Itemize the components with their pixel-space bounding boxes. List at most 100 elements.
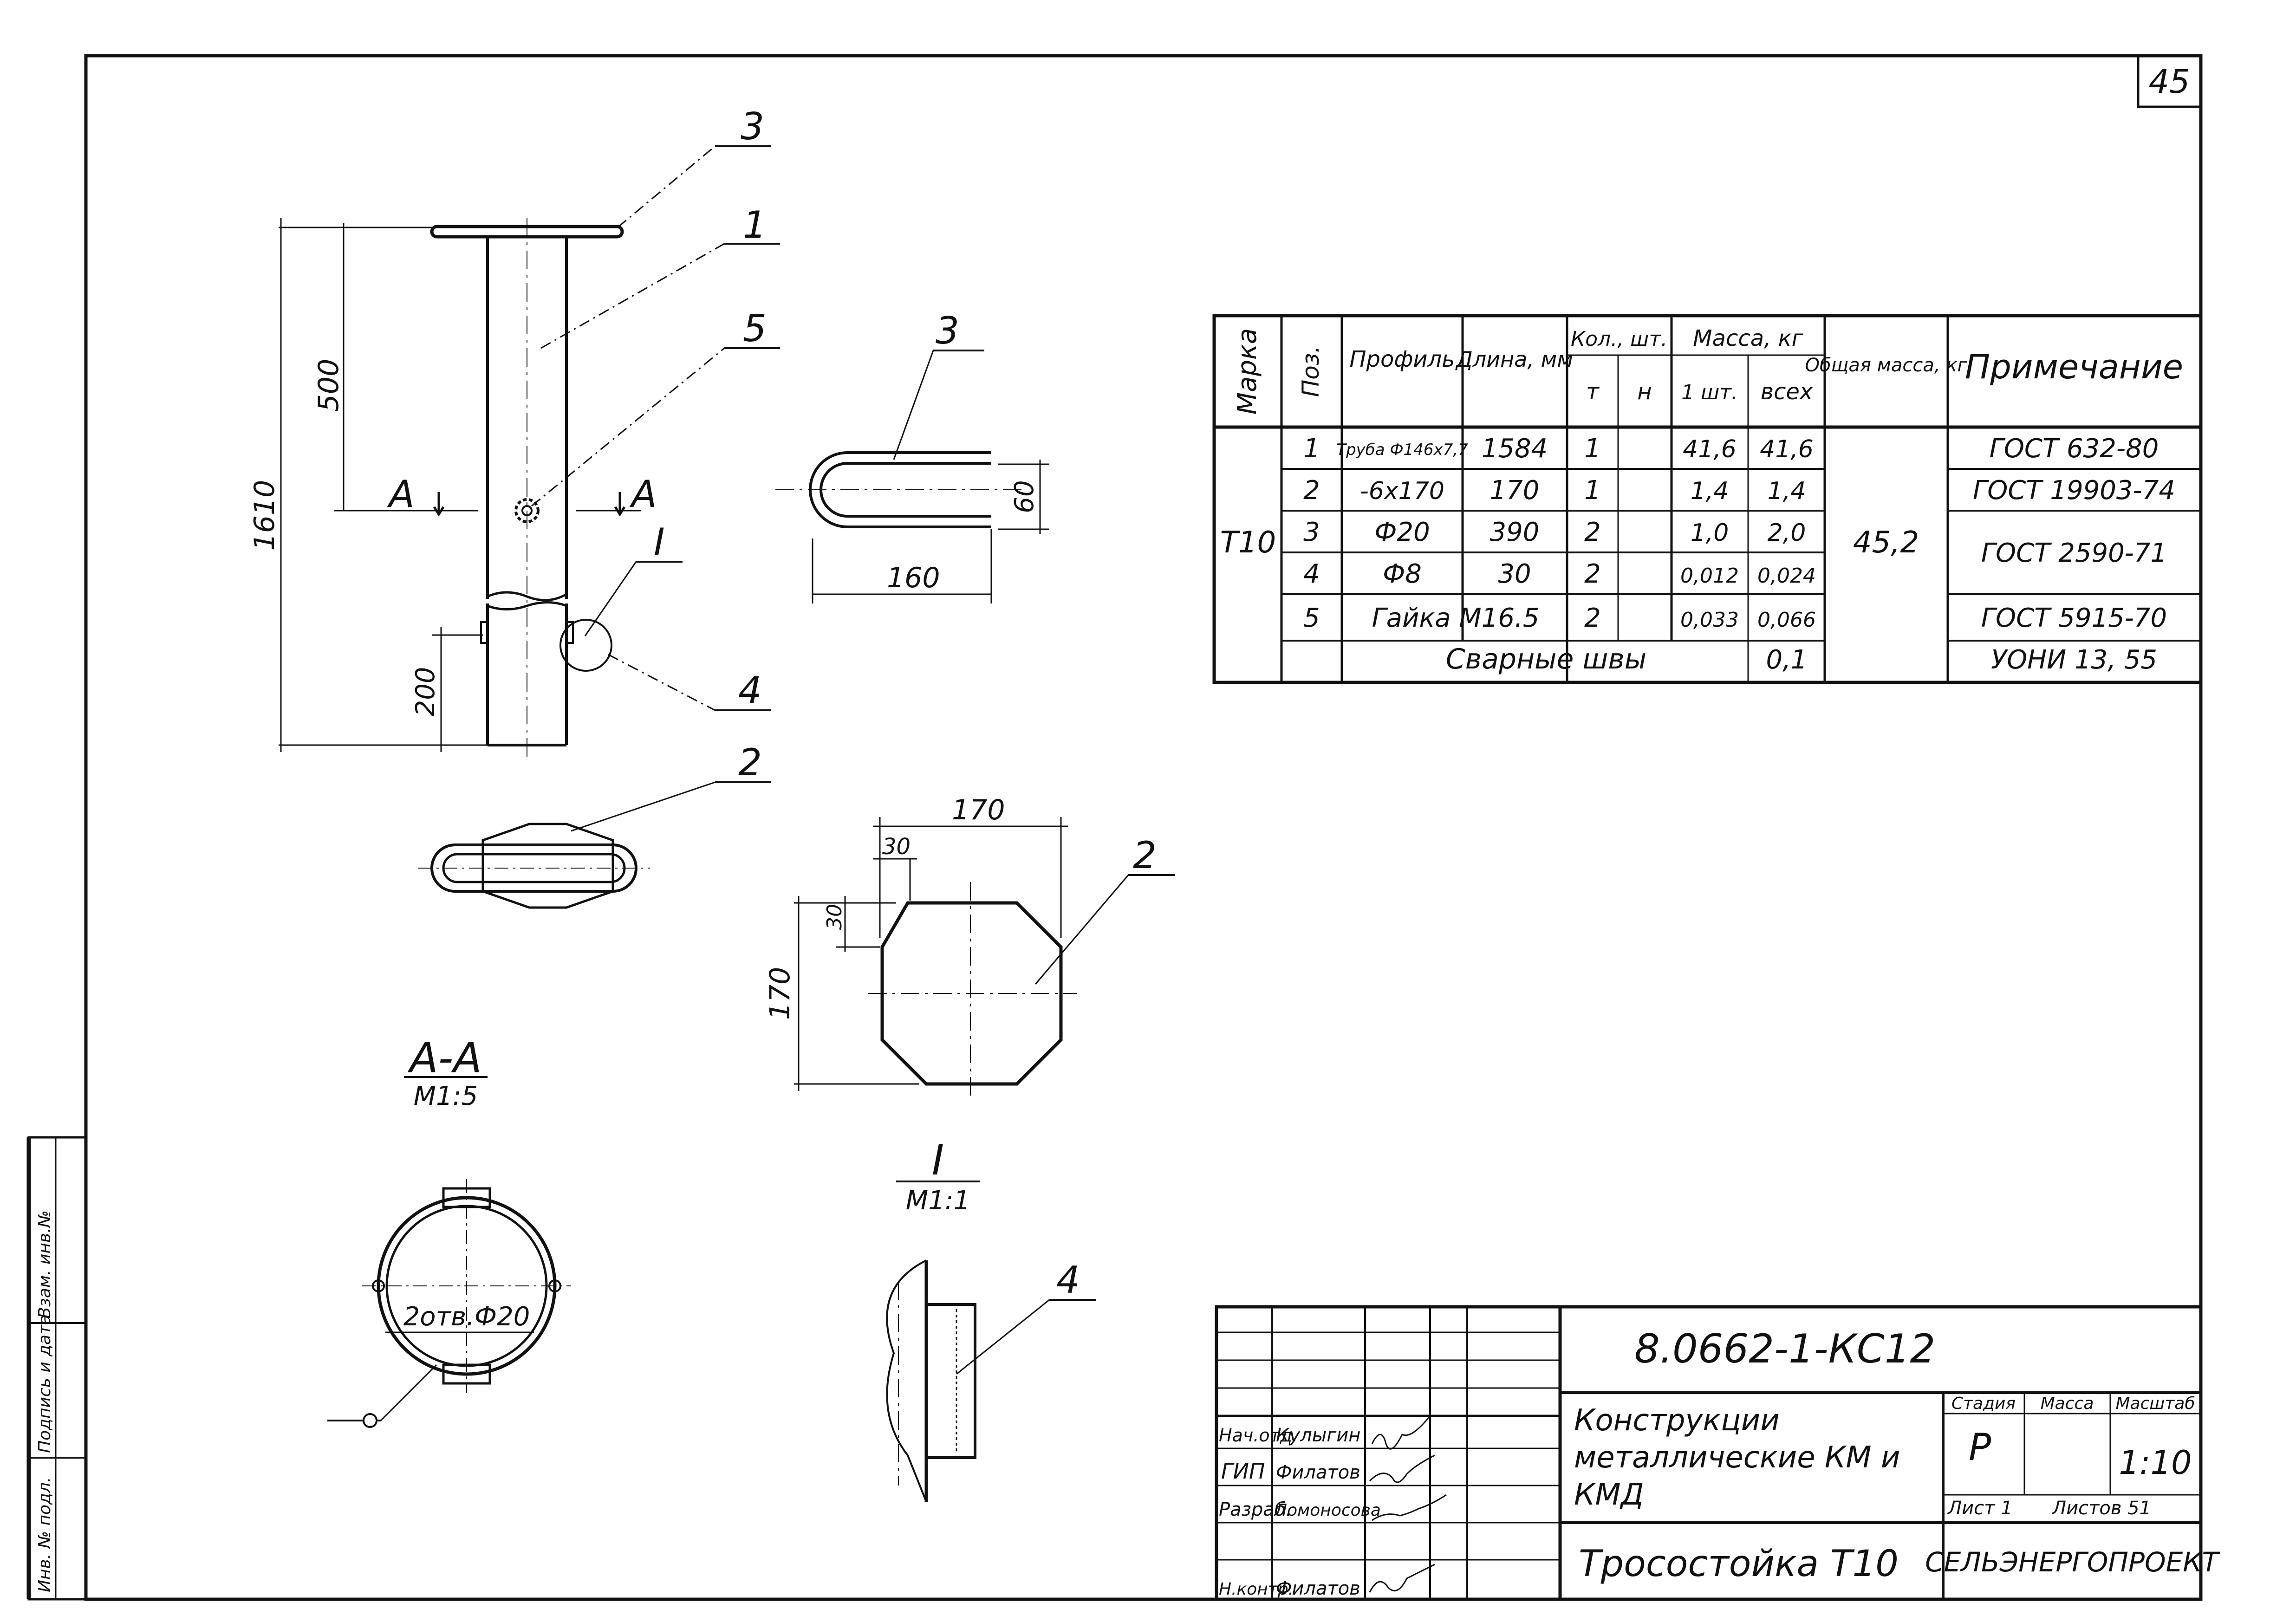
welds-label: Сварные швы: [1446, 643, 1646, 675]
side-stamp-inv: Инв. № подл.: [35, 1477, 54, 1592]
header-qty-t: т: [1586, 379, 1600, 405]
scale-label: Масштаб: [2115, 1394, 2195, 1413]
callout-detail-I: I: [654, 520, 665, 564]
plate-detail: [794, 817, 1175, 1100]
detail-i: [886, 1259, 1096, 1502]
sheet-label: Лист 1: [1947, 1498, 2013, 1519]
dim-top-to-section: 500: [312, 359, 345, 412]
scale-value: 1:10: [2119, 1444, 2192, 1482]
callout-leaders: [531, 145, 780, 711]
dim-plate-width: 170: [952, 794, 1005, 826]
detail-title: I: [932, 1136, 944, 1185]
row-2-note: ГОСТ 19903-74: [1973, 475, 2175, 506]
row-5-qty: 2: [1584, 603, 1601, 633]
welds-mass: 0,1: [1766, 645, 1807, 675]
row-1-length: 1584: [1482, 434, 1548, 464]
row-5-mass-one: 0,033: [1680, 608, 1739, 632]
table-row: 4 Ф8 30 2 0,012 0,024: [1303, 559, 1816, 589]
project-title: Конструкции металлические КМ и КМД: [1574, 1403, 1900, 1512]
header-mass: Масса, кг: [1693, 325, 1804, 351]
row-2-length: 170: [1490, 475, 1540, 506]
side-stamp: Инв. № подл. Подпись и дата Взам. инв.№: [26, 1136, 87, 1601]
table-row: 2 -6х170 170 1 1,4 1,4 ГОСТ 19903-74: [1303, 475, 2175, 506]
dim-chamfer-x: 30: [882, 834, 911, 860]
dim-bottom-zone: 200: [410, 667, 441, 717]
row-3-note: ГОСТ 2590-71: [1981, 538, 2167, 568]
u-bolt-view: [775, 350, 1049, 603]
role-developer: Разраб.: [1219, 1499, 1292, 1520]
row-3-length: 390: [1490, 517, 1540, 547]
row-2-pos: 2: [1303, 475, 1320, 506]
callout-2-top: 2: [738, 741, 762, 784]
callout-3-top: 3: [741, 105, 764, 148]
row-2-mass-one: 1,4: [1691, 477, 1729, 505]
table-row: 5 Гайка М16.5 2 0,033 0,066 ГОСТ 5915-70: [1303, 603, 2167, 633]
row-5-profile: Гайка М16.5: [1372, 603, 1540, 633]
row-2-mass-all: 1,4: [1768, 477, 1806, 505]
dim-overall-height: 1610: [248, 480, 281, 551]
row-5-pos: 5: [1303, 603, 1320, 633]
table-row: Сварные швы 0,1 УОНИ 13, 55: [1446, 643, 2157, 675]
row-5-mass-all: 0,066: [1757, 608, 1816, 632]
plate-top-view: [418, 781, 771, 909]
row-2-qty: 1: [1584, 475, 1601, 506]
header-qty-n: н: [1637, 379, 1652, 405]
name-developer: Ломоносова: [1274, 1501, 1381, 1520]
row-3-profile: Ф20: [1374, 517, 1430, 547]
dim-clamp-width: 160: [887, 562, 940, 594]
row-1-mass-one: 41,6: [1683, 435, 1737, 463]
callout-2-plate: 2: [1133, 834, 1157, 877]
section-mark-right: А: [629, 473, 657, 516]
sheet-frame: [84, 54, 2203, 1601]
header-qty: Кол., шт.: [1571, 327, 1667, 351]
stage-label: Стадия: [1951, 1394, 2016, 1413]
row-4-pos: 4: [1303, 559, 1320, 589]
table-row: 3 Ф20 390 2 1,0 2,0 ГОСТ 2590-71: [1303, 517, 2167, 568]
post-elevation: [279, 218, 641, 757]
row-4-profile: Ф8: [1383, 559, 1422, 589]
side-stamp-sign: Подпись и дата: [35, 1315, 54, 1453]
organization: СЕЛЬЭНЕРГОПРОЕКТ: [1925, 1546, 2220, 1578]
detail-scale: М1:1: [906, 1186, 970, 1216]
project-title-box: Конструкции металлические КМ и КМД: [1574, 1403, 1900, 1512]
role-head: Нач.отд.: [1219, 1425, 1298, 1446]
row-4-length: 30: [1498, 559, 1531, 589]
row-3-qty: 2: [1584, 517, 1601, 547]
callout-5: 5: [743, 307, 767, 350]
role-normcontrol: Н.контр.: [1219, 1580, 1294, 1599]
role-gip: ГИП: [1221, 1459, 1265, 1484]
name-normcontrol: Филатов: [1276, 1578, 1360, 1599]
dim-chamfer-y: 30: [823, 904, 846, 930]
callout-1: 1: [743, 203, 767, 247]
section-a-a: [327, 1179, 571, 1428]
sheet-number-box: [2137, 54, 2202, 108]
row-4-mass-all: 0,024: [1757, 564, 1816, 588]
row-1-profile: Труба Ф146х7,7: [1336, 441, 1468, 459]
row-3-mass-one: 1,0: [1691, 519, 1729, 547]
name-head: Кулыгин: [1276, 1425, 1360, 1446]
sheets-label: Листов 51: [2051, 1498, 2151, 1519]
dim-plate-height: 170: [764, 967, 796, 1020]
row-1-note: ГОСТ 632-80: [1990, 434, 2159, 464]
title-block: [1215, 1305, 2203, 1601]
header-mark: Марка: [1232, 328, 1262, 415]
spec-table: [1212, 314, 2203, 684]
header-pos: Поз.: [1297, 346, 1324, 397]
mass-label: Масса: [2041, 1394, 2094, 1413]
header-length: Длина, мм: [1455, 347, 1573, 372]
drawing-code: 8.0662-1-КС12: [1634, 1326, 1935, 1372]
header-note: Примечание: [1965, 347, 2183, 386]
holes-note: 2отв.Ф20: [403, 1302, 530, 1332]
section-scale: М1:5: [414, 1081, 478, 1111]
header-total: Общая масса, кг: [1805, 355, 1968, 376]
section-title: А-А: [407, 1034, 482, 1083]
row-4-mass-one: 0,012: [1680, 564, 1739, 588]
header-mass-all: всех: [1761, 379, 1813, 405]
name-gip: Филатов: [1276, 1462, 1360, 1483]
row-total-mass: 45,2: [1853, 526, 1919, 560]
table-row: 1 Труба Ф146х7,7 1584 1 41,6 41,6 ГОСТ 6…: [1303, 434, 2159, 464]
row-mark: Т10: [1220, 526, 1276, 560]
row-1-qty: 1: [1584, 434, 1601, 464]
callout-3-ubolt: 3: [936, 309, 959, 352]
